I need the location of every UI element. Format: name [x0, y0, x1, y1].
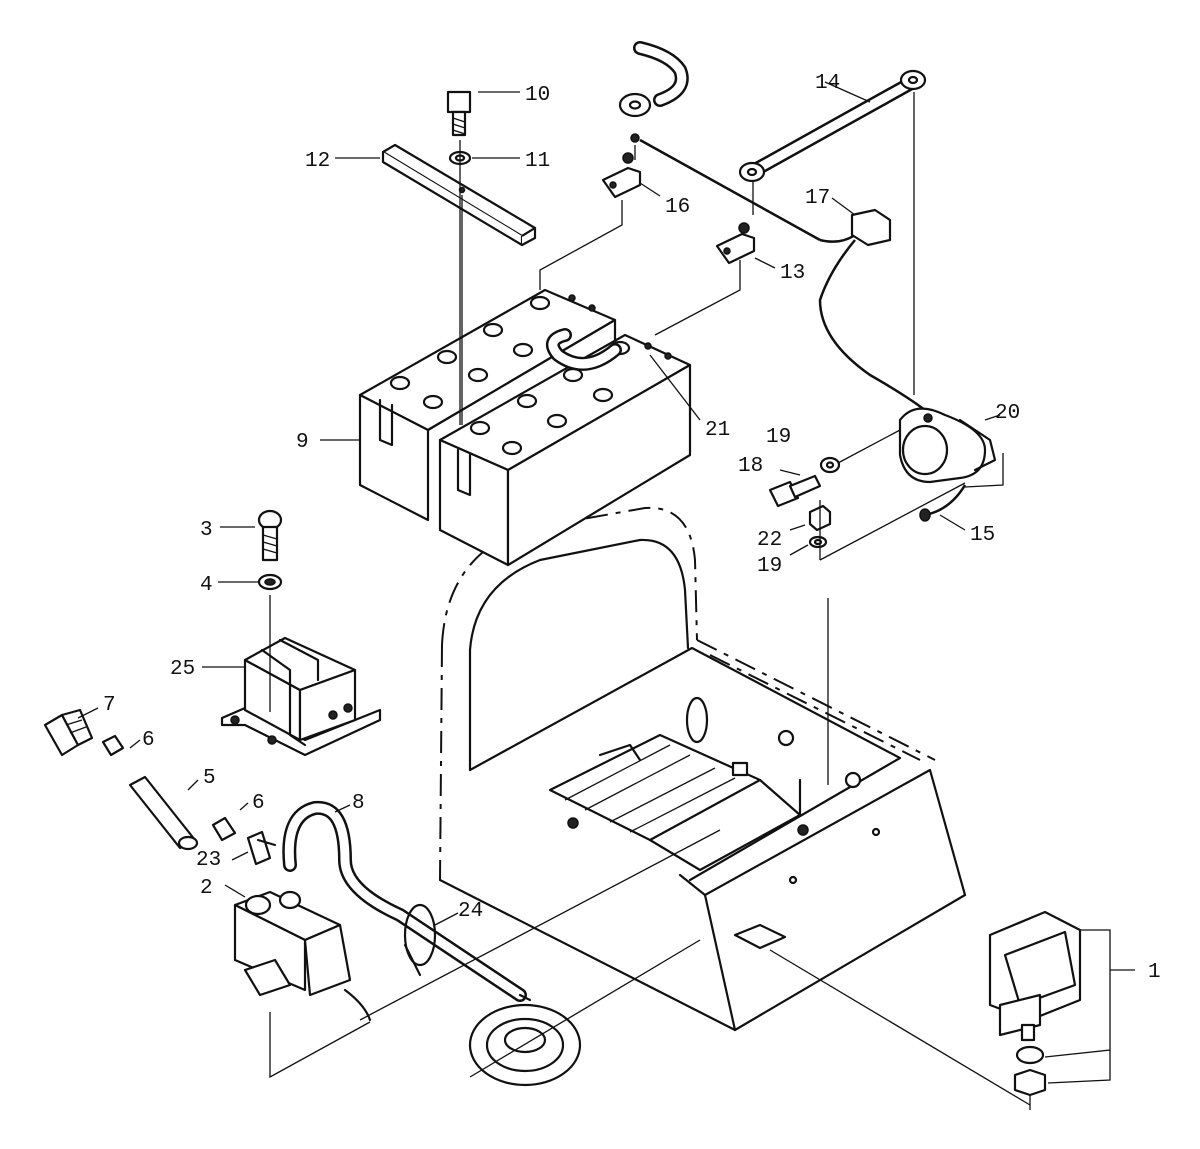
relay-bolt: [768, 474, 822, 508]
battery-relay: [898, 407, 997, 484]
washer-4: [257, 573, 283, 591]
callout-18: 18: [738, 455, 763, 478]
callout-2: 2: [200, 877, 213, 900]
callout-labels: 1 2 3 4 5 6 6 7 8 9 10 11 12 13 14 15 16…: [103, 72, 1161, 984]
callout-21: 21: [705, 419, 730, 442]
battery-cell-caps-left: [389, 295, 551, 410]
ground-strap: [738, 69, 927, 183]
callout-5: 5: [203, 767, 216, 790]
clamp-6-lower: [211, 816, 237, 842]
callout-24: 24: [458, 900, 483, 923]
washer-19-upper: [819, 456, 841, 474]
fitting-7: [43, 708, 94, 757]
callout-6-upper: 6: [142, 729, 155, 752]
callout-20: 20: [995, 402, 1020, 425]
positive-cable-end: [618, 41, 689, 143]
callout-23: 23: [196, 849, 221, 872]
hold-down-bar: [381, 143, 537, 247]
callout-7: 7: [103, 694, 116, 717]
washer-19-lower: [808, 535, 828, 549]
callout-19-upper: 19: [766, 426, 791, 449]
clamp-6-upper: [101, 734, 125, 757]
wire-harness: [639, 138, 967, 522]
mounting-bracket: [220, 636, 382, 757]
reservoir-2: [233, 890, 372, 1022]
callout-10: 10: [525, 84, 550, 107]
callout-13: 13: [780, 262, 805, 285]
hose-5: [128, 775, 199, 851]
hose-8: [282, 800, 582, 1087]
callout-1: 1: [1148, 961, 1161, 984]
battery-box: [438, 506, 967, 1032]
elbow-23: [246, 830, 277, 866]
callout-15: 15: [970, 524, 995, 547]
hold-down-bolt: [446, 90, 472, 137]
batteries: [358, 288, 692, 567]
callout-19-lower: 19: [757, 555, 782, 578]
callout-16: 16: [665, 196, 690, 219]
terminal-clamp-13: [715, 222, 756, 265]
callout-17: 17: [805, 187, 830, 210]
leader-lines: [77, 81, 1135, 1110]
callout-9: 9: [296, 431, 309, 454]
terminal-clamp-16: [601, 152, 642, 199]
callout-11: 11: [525, 150, 550, 173]
callout-22: 22: [757, 529, 782, 552]
callout-6-lower: 6: [252, 792, 265, 815]
callout-25: 25: [170, 658, 195, 681]
bolt-3: [257, 509, 283, 562]
callout-3: 3: [200, 519, 213, 542]
callout-12: 12: [305, 150, 330, 173]
callout-8: 8: [352, 792, 365, 815]
hose-clamp-24: [403, 903, 437, 977]
work-lamp: [988, 910, 1082, 1097]
callout-14: 14: [815, 72, 840, 95]
callout-4: 4: [200, 574, 213, 597]
